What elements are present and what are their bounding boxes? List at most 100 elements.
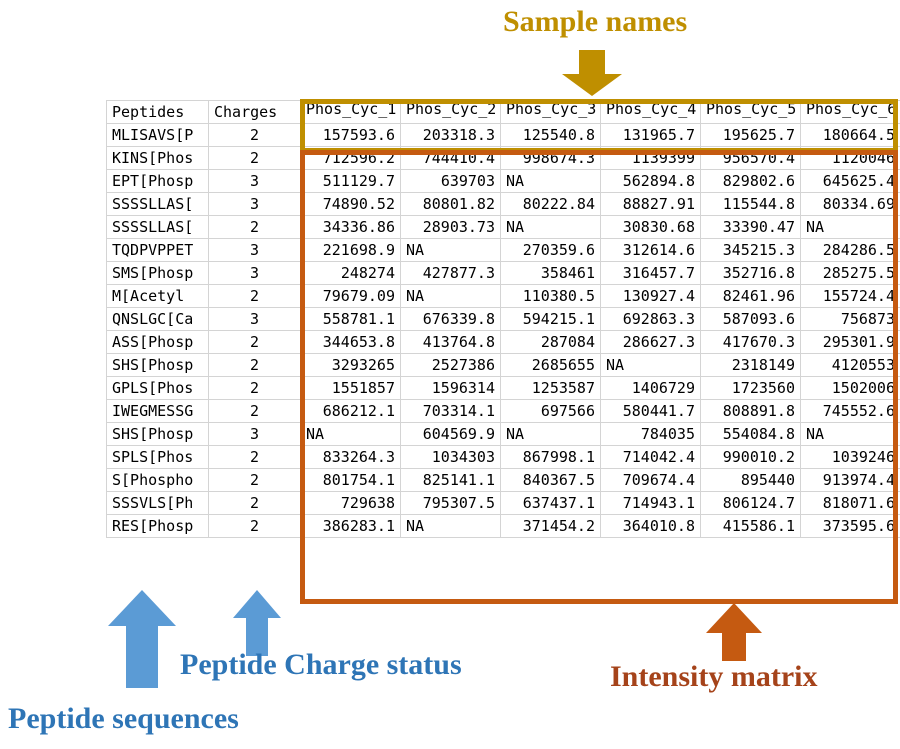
cell-charge[interactable]: 2: [208, 468, 301, 492]
cell-intensity-sample-3[interactable]: 594215.1: [500, 307, 601, 331]
cell-charge[interactable]: 2: [208, 146, 301, 170]
cell-intensity-sample-4[interactable]: 784035: [600, 422, 701, 446]
cell-intensity-sample-5[interactable]: 1723560: [700, 376, 801, 400]
cell-intensity-sample-6[interactable]: 284286.5: [800, 238, 900, 262]
cell-intensity-sample-6[interactable]: 745552.6: [800, 399, 900, 423]
cell-peptide[interactable]: SSSSLLAS[: [106, 192, 209, 216]
cell-intensity-sample-1[interactable]: 558781.1: [300, 307, 401, 331]
cell-intensity-sample-2[interactable]: 744410.4: [400, 146, 501, 170]
cell-intensity-sample-4[interactable]: 364010.8: [600, 514, 701, 538]
cell-intensity-sample-1[interactable]: 833264.3: [300, 445, 401, 469]
cell-intensity-sample-4[interactable]: 286627.3: [600, 330, 701, 354]
cell-peptide[interactable]: SSSVLS[Ph: [106, 491, 209, 515]
cell-intensity-sample-5[interactable]: 415586.1: [700, 514, 801, 538]
cell-intensity-sample-2[interactable]: 825141.1: [400, 468, 501, 492]
column-header-sample-4[interactable]: Phos_Cyc_4: [600, 100, 701, 124]
cell-intensity-sample-2[interactable]: 80801.82: [400, 192, 501, 216]
cell-intensity-sample-6[interactable]: 285275.5: [800, 261, 900, 285]
cell-charge[interactable]: 2: [208, 330, 301, 354]
cell-intensity-sample-6[interactable]: NA: [800, 215, 900, 239]
cell-intensity-sample-1[interactable]: 1551857: [300, 376, 401, 400]
cell-intensity-sample-1[interactable]: 3293265: [300, 353, 401, 377]
cell-charge[interactable]: 3: [208, 169, 301, 193]
cell-intensity-sample-1[interactable]: 386283.1: [300, 514, 401, 538]
cell-intensity-sample-3[interactable]: 867998.1: [500, 445, 601, 469]
cell-intensity-sample-6[interactable]: 645625.4: [800, 169, 900, 193]
cell-intensity-sample-3[interactable]: 2685655: [500, 353, 601, 377]
cell-intensity-sample-6[interactable]: 1120046: [800, 146, 900, 170]
cell-peptide[interactable]: S[Phospho: [106, 468, 209, 492]
cell-intensity-sample-2[interactable]: NA: [400, 514, 501, 538]
cell-intensity-sample-1[interactable]: 221698.9: [300, 238, 401, 262]
cell-intensity-sample-2[interactable]: 795307.5: [400, 491, 501, 515]
cell-intensity-sample-3[interactable]: 998674.3: [500, 146, 601, 170]
cell-intensity-sample-4[interactable]: 88827.91: [600, 192, 701, 216]
cell-intensity-sample-3[interactable]: 110380.5: [500, 284, 601, 308]
cell-charge[interactable]: 2: [208, 376, 301, 400]
cell-intensity-sample-2[interactable]: 703314.1: [400, 399, 501, 423]
cell-intensity-sample-3[interactable]: 287084: [500, 330, 601, 354]
column-header-peptides[interactable]: Peptides: [106, 100, 209, 124]
cell-intensity-sample-4[interactable]: 692863.3: [600, 307, 701, 331]
cell-intensity-sample-6[interactable]: 155724.4: [800, 284, 900, 308]
cell-intensity-sample-1[interactable]: 801754.1: [300, 468, 401, 492]
cell-intensity-sample-2[interactable]: 676339.8: [400, 307, 501, 331]
cell-peptide[interactable]: SMS[Phosp: [106, 261, 209, 285]
cell-intensity-sample-2[interactable]: 413764.8: [400, 330, 501, 354]
cell-intensity-sample-6[interactable]: 295301.9: [800, 330, 900, 354]
cell-intensity-sample-2[interactable]: 203318.3: [400, 123, 501, 147]
cell-peptide[interactable]: SHS[Phosp: [106, 353, 209, 377]
cell-intensity-sample-3[interactable]: NA: [500, 422, 601, 446]
cell-charge[interactable]: 2: [208, 284, 301, 308]
cell-intensity-sample-5[interactable]: 829802.6: [700, 169, 801, 193]
cell-intensity-sample-2[interactable]: NA: [400, 238, 501, 262]
cell-intensity-sample-6[interactable]: 373595.6: [800, 514, 900, 538]
cell-intensity-sample-6[interactable]: 180664.5: [800, 123, 900, 147]
cell-intensity-sample-4[interactable]: 131965.7: [600, 123, 701, 147]
cell-intensity-sample-1[interactable]: 344653.8: [300, 330, 401, 354]
cell-intensity-sample-5[interactable]: 554084.8: [700, 422, 801, 446]
cell-intensity-sample-4[interactable]: 714943.1: [600, 491, 701, 515]
cell-intensity-sample-3[interactable]: 270359.6: [500, 238, 601, 262]
cell-peptide[interactable]: GPLS[Phos: [106, 376, 209, 400]
cell-peptide[interactable]: QNSLGC[Ca: [106, 307, 209, 331]
cell-intensity-sample-5[interactable]: 195625.7: [700, 123, 801, 147]
cell-intensity-sample-1[interactable]: NA: [300, 422, 401, 446]
cell-intensity-sample-1[interactable]: 157593.6: [300, 123, 401, 147]
cell-charge[interactable]: 2: [208, 215, 301, 239]
cell-intensity-sample-4[interactable]: 316457.7: [600, 261, 701, 285]
cell-intensity-sample-4[interactable]: 580441.7: [600, 399, 701, 423]
cell-intensity-sample-5[interactable]: 115544.8: [700, 192, 801, 216]
cell-charge[interactable]: 3: [208, 192, 301, 216]
cell-intensity-sample-2[interactable]: NA: [400, 284, 501, 308]
cell-intensity-sample-3[interactable]: 371454.2: [500, 514, 601, 538]
cell-intensity-sample-6[interactable]: 756873: [800, 307, 900, 331]
cell-charge[interactable]: 2: [208, 491, 301, 515]
cell-peptide[interactable]: M[Acetyl: [106, 284, 209, 308]
cell-intensity-sample-1[interactable]: 712596.2: [300, 146, 401, 170]
cell-intensity-sample-2[interactable]: 427877.3: [400, 261, 501, 285]
cell-intensity-sample-2[interactable]: 28903.73: [400, 215, 501, 239]
cell-charge[interactable]: 2: [208, 123, 301, 147]
cell-peptide[interactable]: ASS[Phosp: [106, 330, 209, 354]
cell-peptide[interactable]: MLISAVS[P: [106, 123, 209, 147]
column-header-sample-2[interactable]: Phos_Cyc_2: [400, 100, 501, 124]
cell-intensity-sample-4[interactable]: 1406729: [600, 376, 701, 400]
cell-charge[interactable]: 2: [208, 399, 301, 423]
column-header-sample-1[interactable]: Phos_Cyc_1: [300, 100, 401, 124]
cell-intensity-sample-6[interactable]: 913974.4: [800, 468, 900, 492]
cell-peptide[interactable]: RES[Phosp: [106, 514, 209, 538]
cell-intensity-sample-1[interactable]: 511129.7: [300, 169, 401, 193]
cell-intensity-sample-5[interactable]: 990010.2: [700, 445, 801, 469]
cell-intensity-sample-1[interactable]: 248274: [300, 261, 401, 285]
cell-intensity-sample-1[interactable]: 729638: [300, 491, 401, 515]
cell-intensity-sample-5[interactable]: 2318149: [700, 353, 801, 377]
cell-intensity-sample-3[interactable]: 697566: [500, 399, 601, 423]
cell-peptide[interactable]: EPT[Phosp: [106, 169, 209, 193]
cell-intensity-sample-5[interactable]: 417670.3: [700, 330, 801, 354]
cell-intensity-sample-3[interactable]: NA: [500, 169, 601, 193]
cell-peptide[interactable]: SHS[Phosp: [106, 422, 209, 446]
cell-intensity-sample-5[interactable]: 806124.7: [700, 491, 801, 515]
cell-intensity-sample-4[interactable]: 709674.4: [600, 468, 701, 492]
cell-charge[interactable]: 2: [208, 353, 301, 377]
